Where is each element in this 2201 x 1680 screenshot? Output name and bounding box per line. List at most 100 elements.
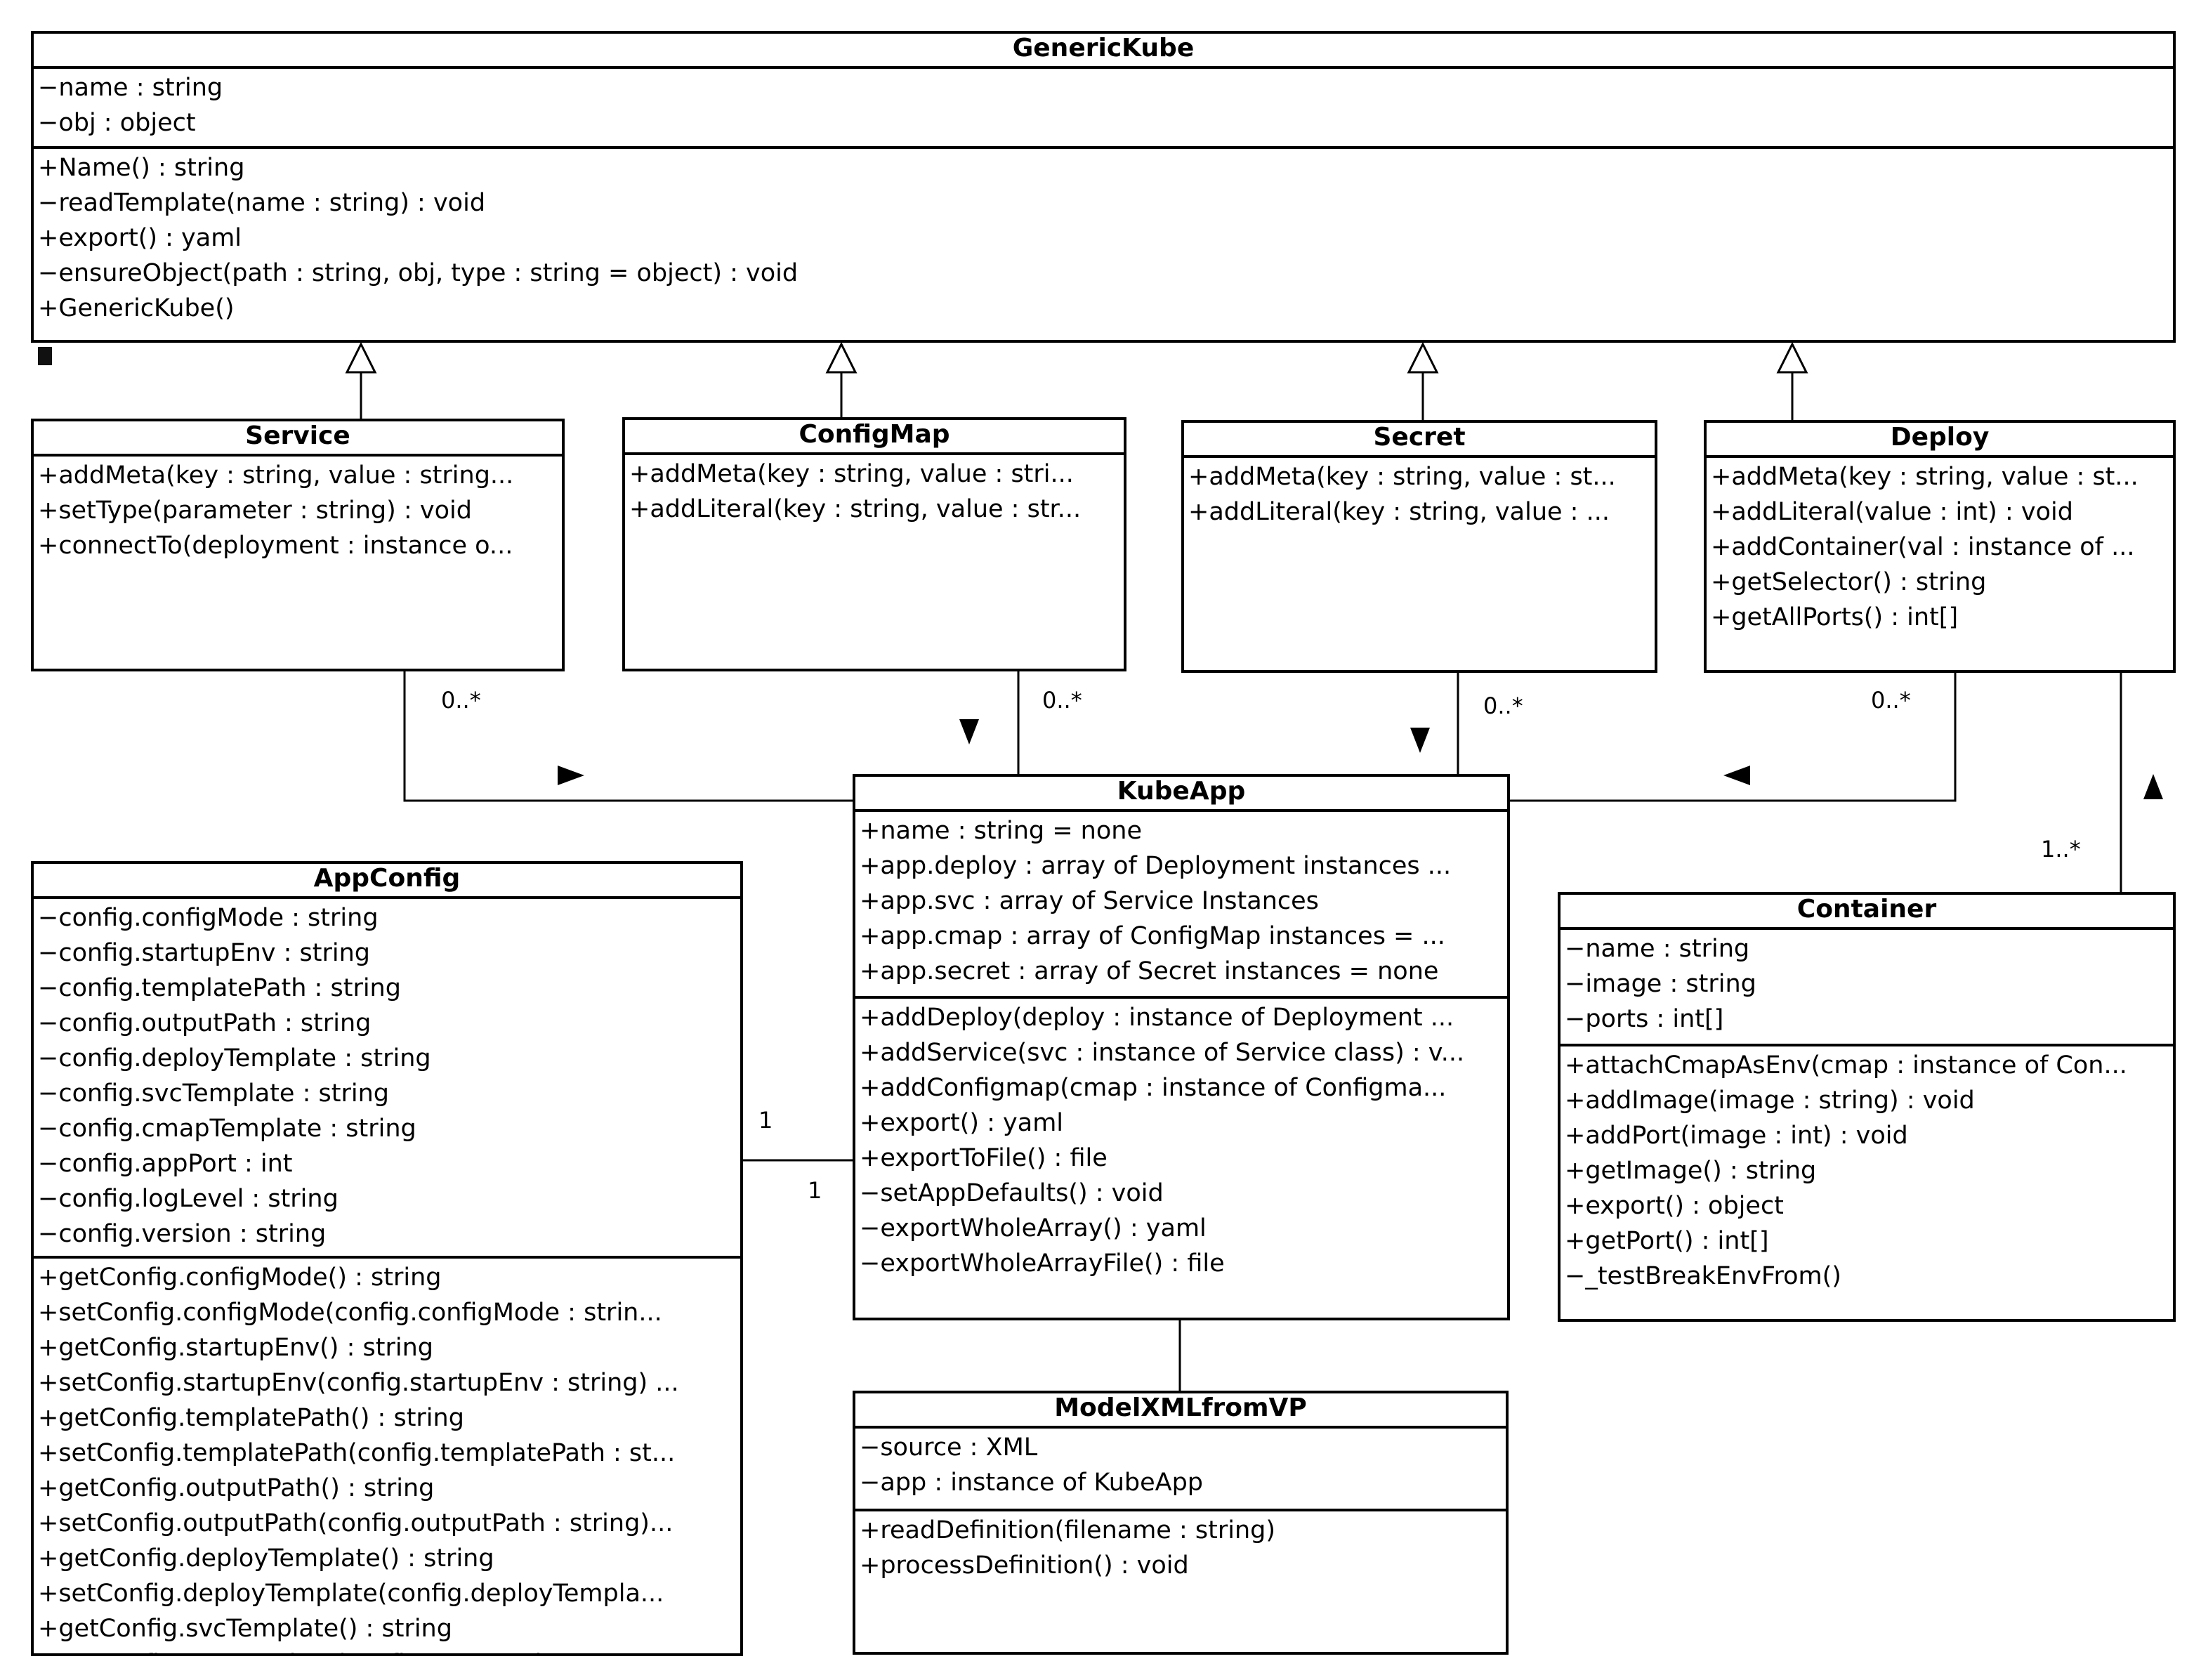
operation: +getConfig.startupEnv() : string (38, 1334, 433, 1363)
operation: +attachCmapAsEnv(cmap : instance of Con.… (1565, 1052, 2127, 1080)
operation: +addDeploy(deploy : instance of Deployme… (860, 1004, 1454, 1032)
multiplicity-appconfig: 1 (758, 1107, 773, 1134)
class-appconfig[interactable]: AppConfig−config.configMode : string−con… (31, 861, 743, 1656)
class-modelxml[interactable]: ModelXMLfromVP−source : XML−app : instan… (853, 1391, 1509, 1655)
class-configmap[interactable]: ConfigMap+addMeta(key : string, value : … (622, 417, 1126, 671)
operation: −_testBreakEnvFrom() (1565, 1263, 1841, 1291)
operation: −readTemplate(name : string) : void (38, 190, 486, 218)
operations-compartment: +readDefinition(filename : string) +proce… (855, 1511, 1506, 1587)
generalization-triangle (1776, 341, 1808, 374)
attribute: +app.deploy : array of Deployment instan… (860, 853, 1452, 881)
multiplicity-configmap: 0..* (1042, 687, 1082, 714)
attribute: −config.templatePath : string (38, 975, 401, 1003)
operation: +setConfig.svcTemplate(config.svcTemplat… (38, 1648, 740, 1653)
attribute: −config.svcTemplate : string (38, 1080, 389, 1108)
assoc-deploy-kubeapp (1509, 671, 1957, 802)
class-name: GenericKube (34, 34, 2173, 69)
operation: +export() : yaml (38, 225, 242, 253)
operation: +readDefinition(filename : string) (860, 1517, 1276, 1545)
attributes-compartment: −name : string −image : string −ports : in… (1561, 930, 2173, 1046)
assoc-service-kubeapp (403, 670, 853, 802)
operation: +getConfig.configMode() : string (38, 1264, 442, 1292)
class-container[interactable]: Container −name : string −image : string −p… (1558, 892, 2176, 1322)
multiplicity-secret: 0..* (1483, 693, 1523, 719)
class-generickube[interactable]: GenericKube −name : string −obj : object +N… (31, 31, 2176, 343)
operation: +setConfig.configMode(config.configMode … (38, 1299, 662, 1327)
generalization-triangle (345, 341, 377, 374)
multiplicity-container: 1..* (2041, 836, 2081, 862)
generalization-triangle (1407, 341, 1439, 374)
operation: +export() : yaml (860, 1110, 1064, 1138)
class-name: Deploy (1707, 423, 2173, 458)
operations-compartment: +addMeta(key : string, value : stri... +a… (625, 455, 1124, 531)
operation: +addLiteral(key : string, value : str... (629, 496, 1082, 524)
class-deploy[interactable]: Deploy+addMeta(key : string, value : st.… (1704, 420, 2176, 673)
operation: +addLiteral(value : int) : void (1711, 499, 2073, 527)
operation: +addLiteral(key : string, value : ... (1188, 499, 1610, 527)
operation: +exportToFile() : file (860, 1145, 1108, 1173)
class-name: Secret (1184, 423, 1655, 458)
attribute: −config.cmapTemplate : string (38, 1115, 416, 1143)
multiplicity-kubeapp: 1 (808, 1177, 822, 1204)
operation: +addPort(image : int) : void (1565, 1122, 1908, 1150)
class-name: ModelXMLfromVP (855, 1393, 1506, 1429)
operation: +addImage(image : string) : void (1565, 1087, 1975, 1115)
operation: +addMeta(key : string, value : stri... (629, 461, 1074, 489)
attributes-compartment: −name : string −obj : object (34, 69, 2173, 149)
operations-compartment: +addMeta(key : string, value : st...+add… (1707, 458, 2173, 639)
attribute: −config.appPort : int (38, 1150, 293, 1179)
document-icon (38, 347, 52, 365)
operation: +getSelector() : string (1711, 569, 1987, 597)
operation: −setAppDefaults() : void (860, 1180, 1164, 1208)
class-secret[interactable]: Secret+addMeta(key : string, value : st.… (1181, 420, 1657, 673)
attribute: +app.svc : array of Service Instances (860, 888, 1319, 916)
operations-compartment: +addMeta(key : string, value : string...… (34, 457, 562, 567)
operation: +setConfig.templatePath(config.templateP… (38, 1440, 676, 1468)
multiplicity-deploy: 0..* (1871, 687, 1911, 714)
class-name: Service (34, 421, 562, 457)
operation: +connectTo(deployment : instance o... (38, 532, 513, 560)
attributes-compartment: +name : string = none +app.deploy : array… (855, 812, 1507, 999)
operation: +setConfig.outputPath(config.outputPath … (38, 1510, 674, 1538)
attribute: −name : string (1565, 936, 1750, 964)
attribute: −config.startupEnv : string (38, 940, 370, 968)
operation: −ensureObject(path : string, obj, type :… (38, 260, 799, 288)
direction-arrow-up (2143, 774, 2163, 799)
class-service[interactable]: Service+addMeta(key : string, value : st… (31, 419, 565, 671)
attribute: −config.version : string (38, 1221, 327, 1249)
operation: +addService(svc : instance of Service cl… (860, 1039, 1465, 1068)
attribute: +name : string = none (860, 818, 1142, 846)
operation: +getImage() : string (1565, 1157, 1817, 1186)
operation: +setConfig.startupEnv(config.startupEnv … (38, 1370, 679, 1398)
attribute: −image : string (1565, 971, 1756, 999)
class-name: AppConfig (34, 864, 740, 899)
operation: +getConfig.templatePath() : string (38, 1405, 464, 1433)
operation: −exportWholeArray() : yaml (860, 1215, 1207, 1243)
operation: +getAllPorts() : int[] (1711, 604, 1959, 632)
operation: +addMeta(key : string, value : st... (1188, 464, 1616, 492)
attribute: −config.deployTemplate : string (38, 1045, 431, 1073)
operation: +processDefinition() : void (860, 1552, 1189, 1580)
class-kubeapp[interactable]: KubeApp +name : string = none +app.deploy … (853, 774, 1510, 1320)
operation: +setType(parameter : string) : void (38, 497, 472, 525)
operation: +Name() : string (38, 155, 245, 183)
operations-compartment: +addMeta(key : string, value : st... +add… (1184, 458, 1655, 534)
operation: +addMeta(key : string, value : string... (38, 462, 514, 490)
operations-compartment: +Name() : string −readTemplate(name : str… (34, 149, 2173, 330)
class-name: ConfigMap (625, 420, 1124, 455)
class-name: KubeApp (855, 777, 1507, 812)
direction-arrow-left (1723, 766, 1750, 785)
operations-compartment: +attachCmapAsEnv(cmap : instance of Con.… (1561, 1046, 2173, 1298)
class-name: Container (1561, 895, 2173, 930)
attribute: −name : string (38, 74, 223, 103)
operations-compartment: +getConfig.configMode() : string +setConf… (34, 1259, 740, 1653)
operation: −exportWholeArrayFile() : file (860, 1250, 1225, 1278)
attribute: −obj : object (38, 110, 196, 138)
attributes-compartment: −config.configMode : string−config.start… (34, 899, 740, 1259)
attribute: −app : instance of KubeApp (860, 1469, 1204, 1497)
attribute: −ports : int[] (1565, 1006, 1724, 1034)
multiplicity-service: 0..* (441, 687, 481, 714)
operation: +export() : object (1565, 1193, 1784, 1221)
